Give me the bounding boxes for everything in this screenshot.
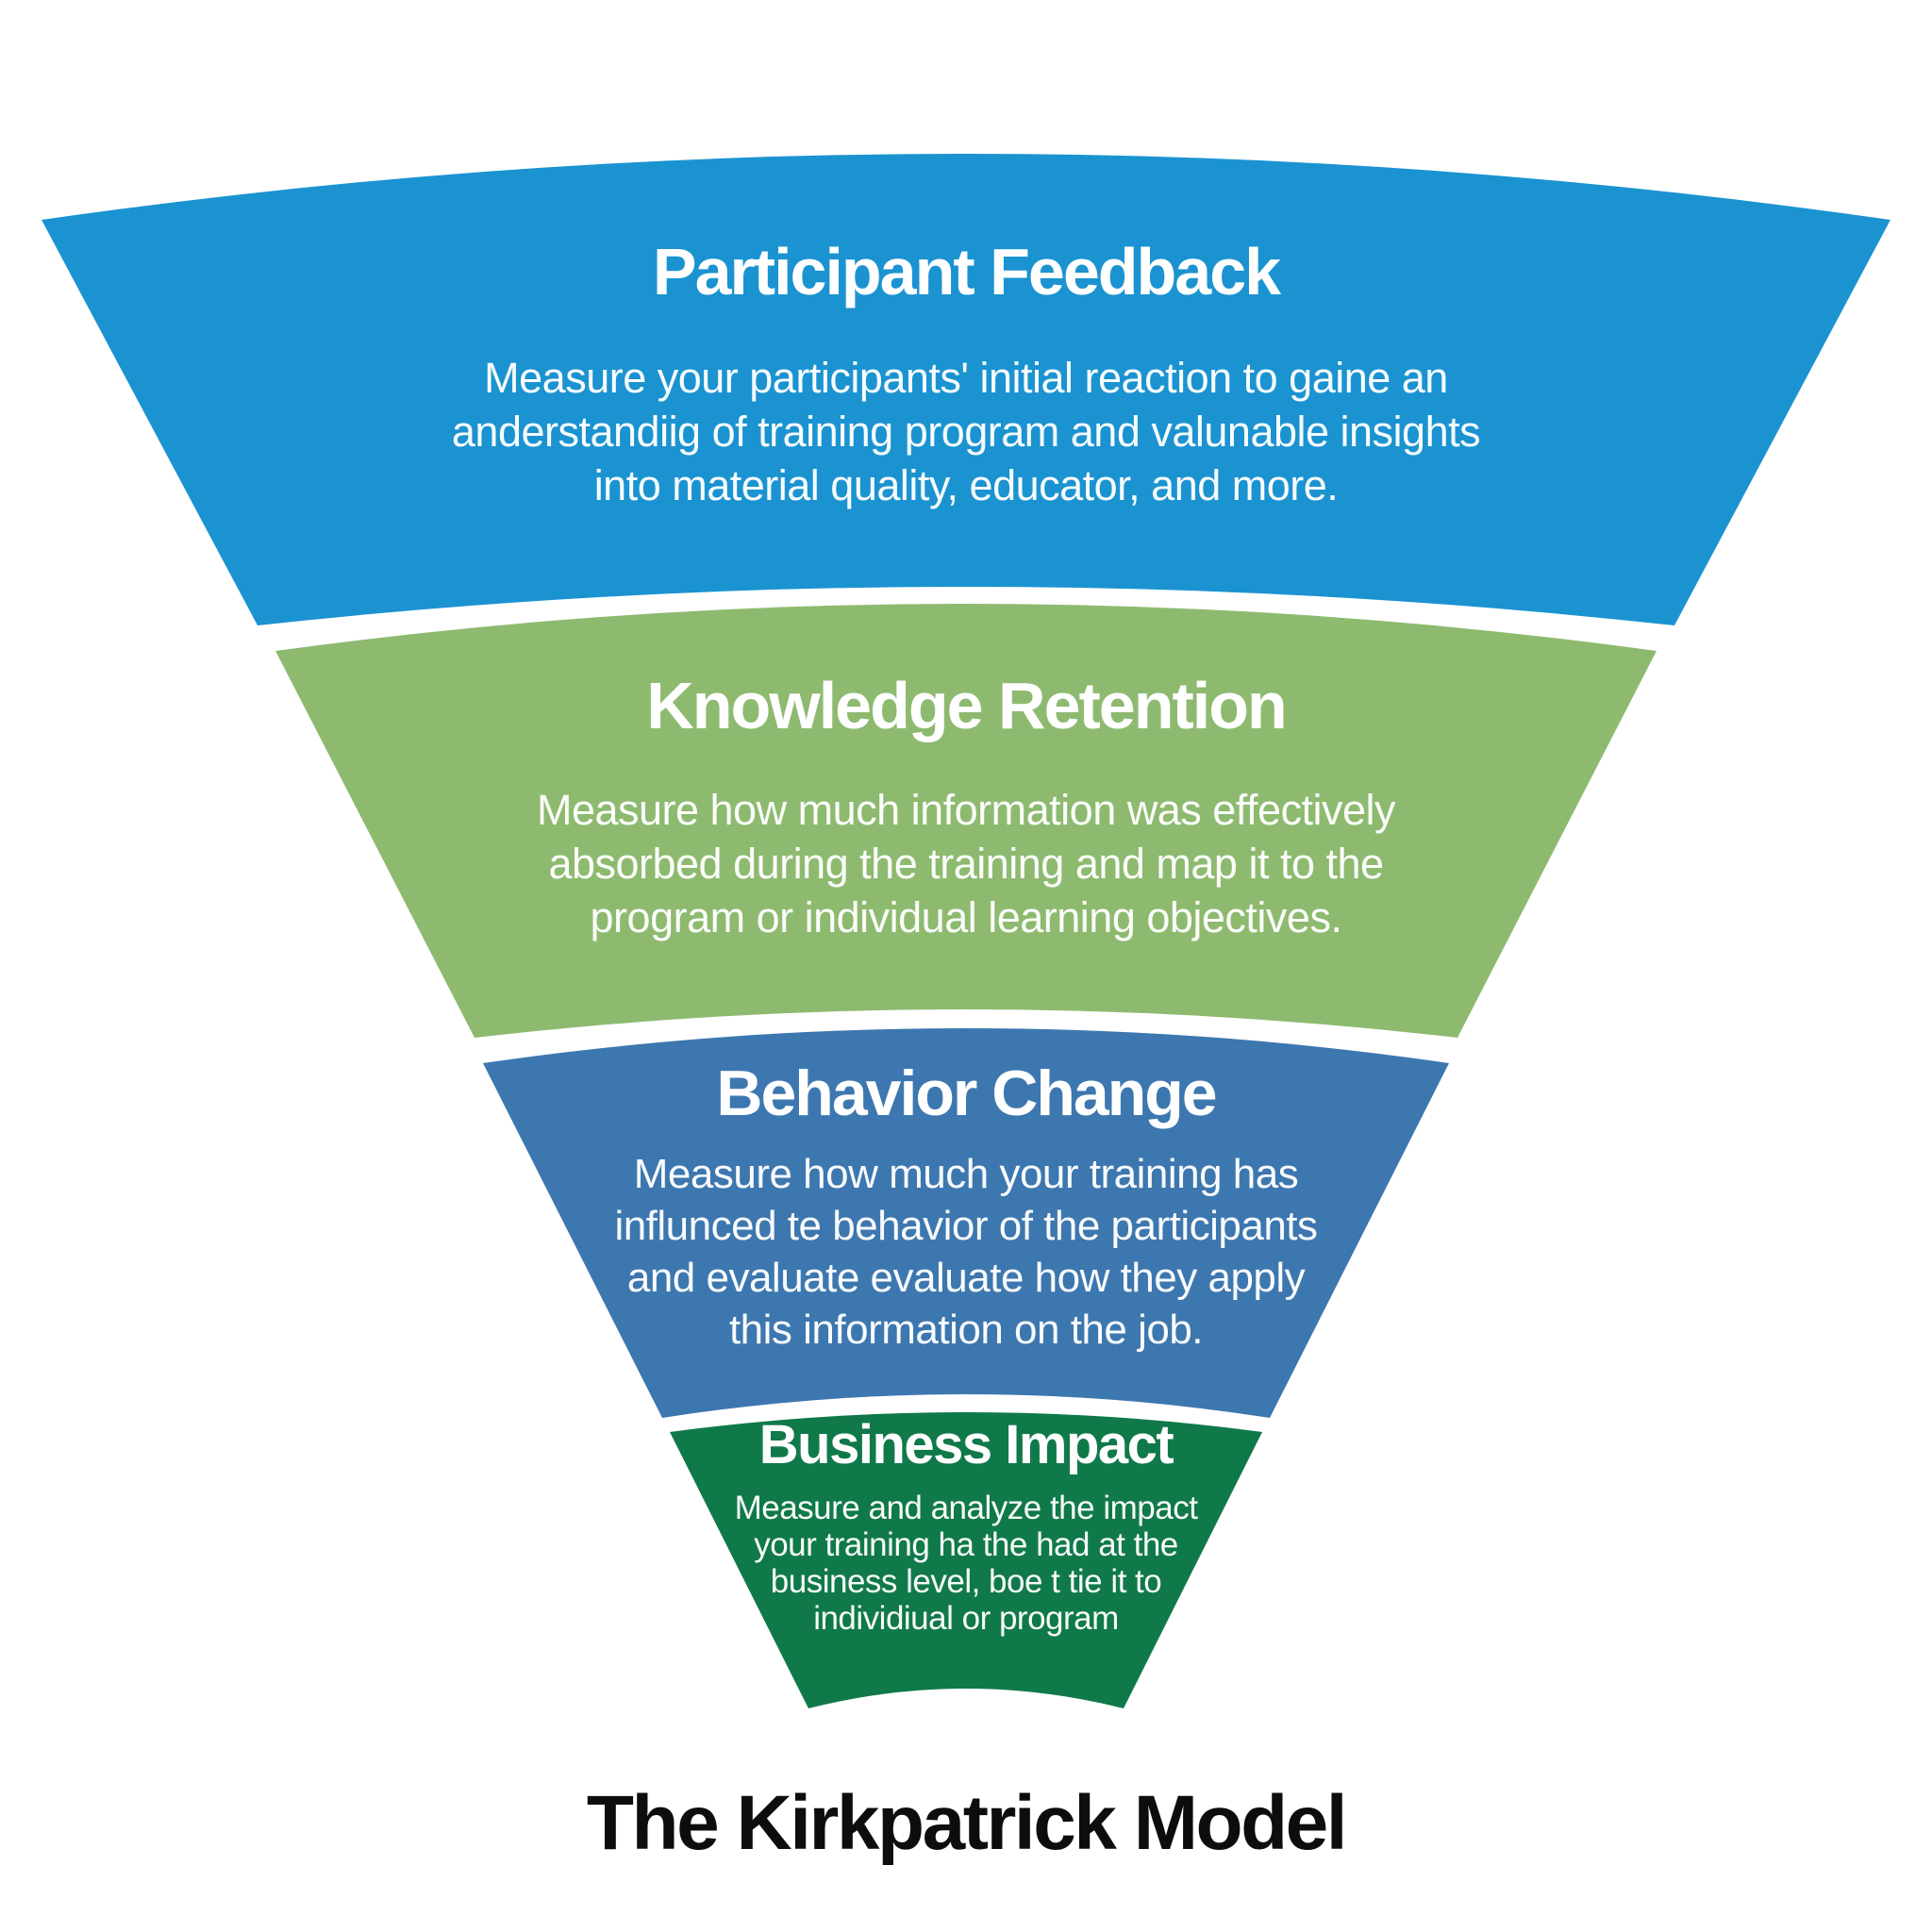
tier-behavior-change-shape xyxy=(483,1028,1449,1418)
diagram-title: The Kirkpatrick Model xyxy=(586,1780,1348,1866)
tier-participant-feedback-shape xyxy=(42,154,1890,625)
tier-business-impact-shape xyxy=(670,1412,1262,1708)
tier-knowledge-retention-shape xyxy=(275,604,1657,1038)
